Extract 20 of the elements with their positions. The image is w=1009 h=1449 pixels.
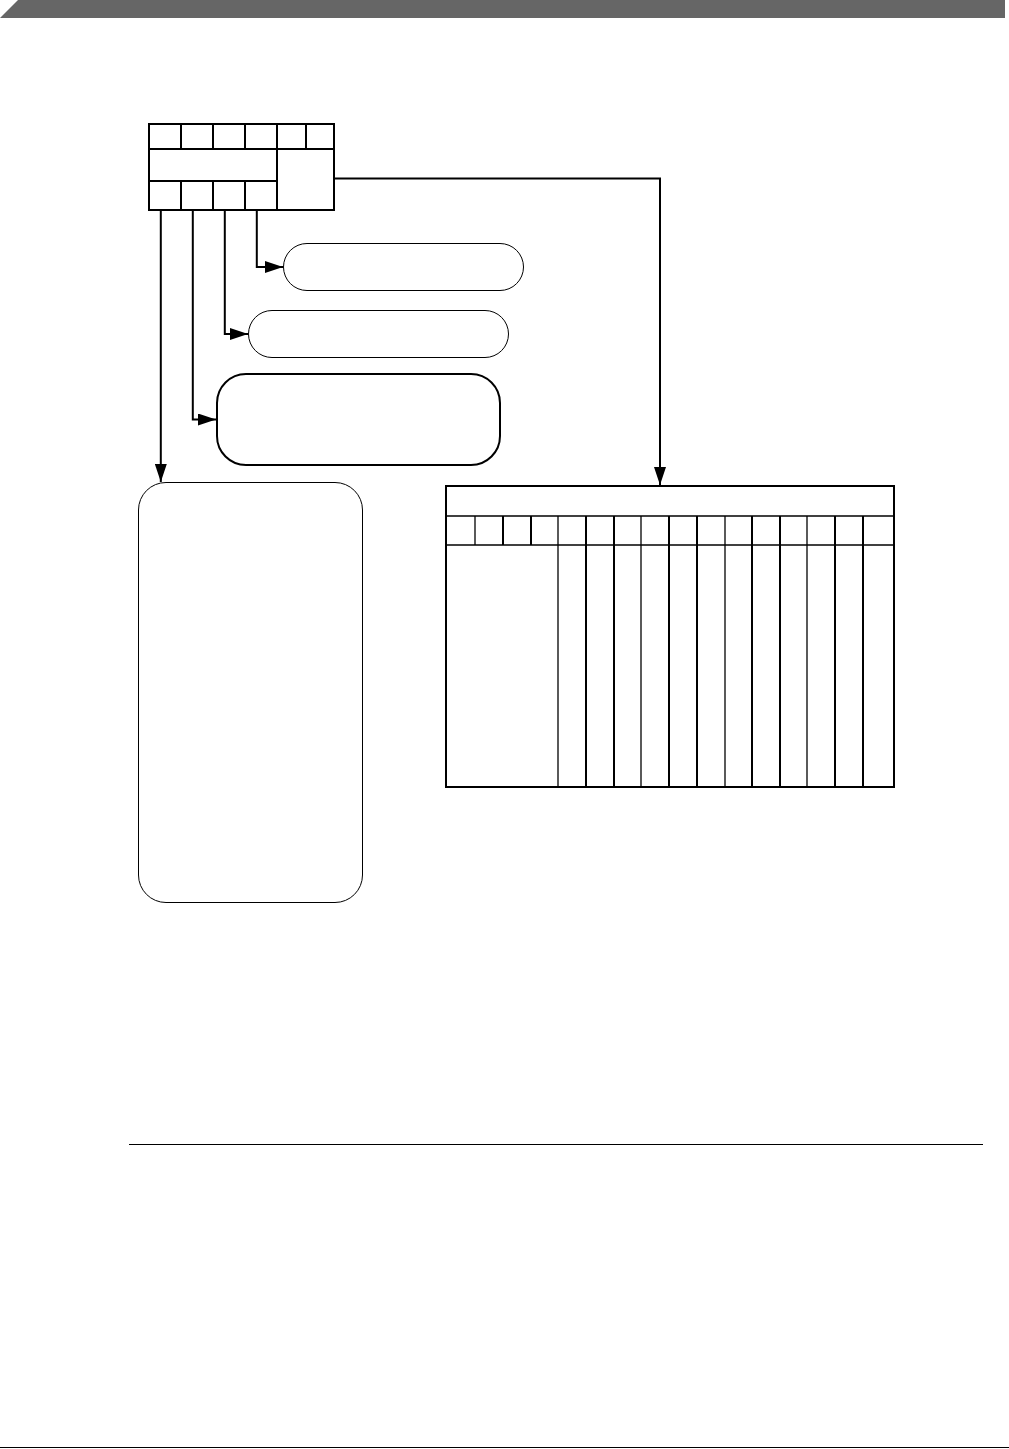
arrow: [255, 208, 284, 273]
register-cell: [276, 148, 333, 209]
register-cell: [212, 180, 244, 209]
arrow: [223, 208, 249, 340]
register-cell: [148, 148, 276, 180]
register-cell: [244, 123, 276, 148]
arrow: [332, 177, 666, 486]
register-cell: [148, 123, 180, 148]
register-cell: [305, 123, 333, 148]
register-cell: [148, 180, 180, 209]
register-cell: [180, 180, 212, 209]
register-cell: [276, 123, 305, 148]
register-box: [148, 123, 335, 211]
arrow: [154, 208, 167, 483]
register-cell: [244, 180, 276, 209]
register-cell: [212, 123, 244, 148]
rounded-box: [138, 482, 363, 903]
register-cell: [180, 123, 212, 148]
rounded-box: [216, 373, 501, 466]
arrow: [191, 208, 217, 426]
